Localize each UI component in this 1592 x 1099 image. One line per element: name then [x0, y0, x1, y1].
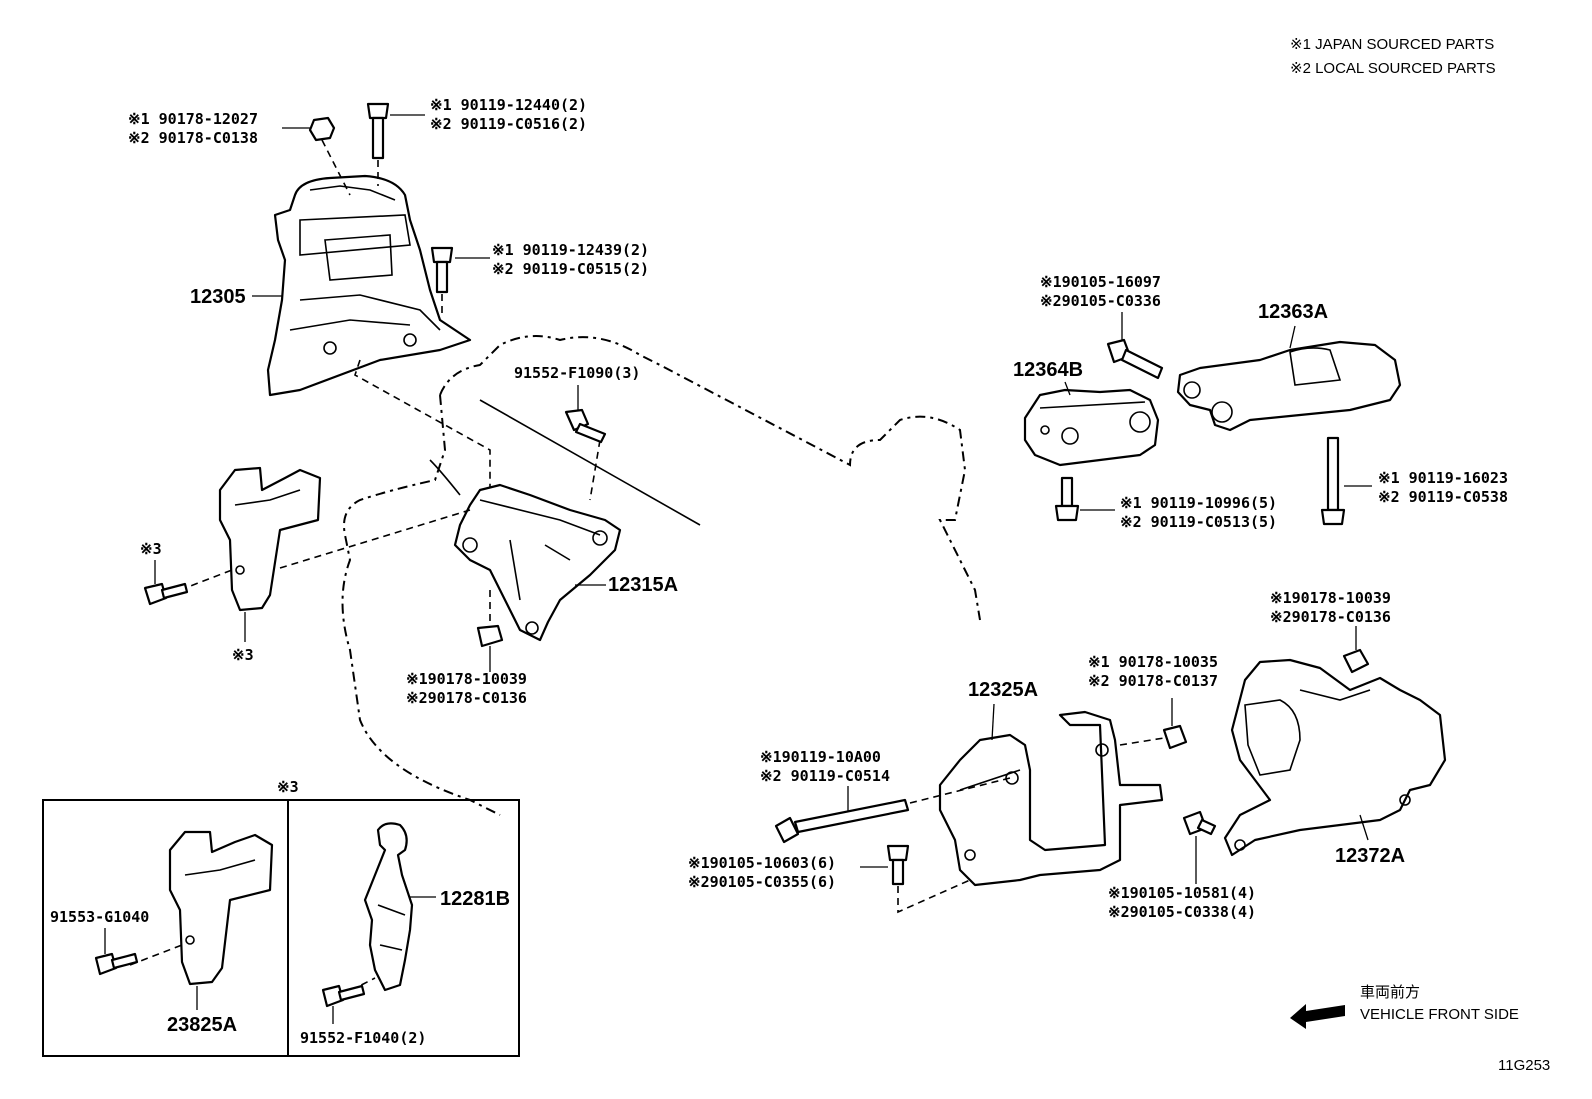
label-bolt-12372-low-2: ※290105-C0338(4) [1108, 903, 1256, 921]
bracket-23825A[interactable] [168, 830, 274, 986]
label-bracket-bolt-note: ※3 [140, 540, 162, 558]
part-23825A-label: 23825A [167, 1014, 237, 1036]
bolt-icon-bracket-left [143, 582, 189, 606]
part-12315A-label: 12315A [608, 574, 678, 596]
legend-japan-sourced: ※1 JAPAN SOURCED PARTS [1290, 36, 1494, 53]
label-bolt-top-2: ※2 90119-C0516(2) [430, 115, 587, 133]
label-bolt-91552-f1090: 91552-F1090(3) [514, 364, 640, 382]
nut-icon-12305-top [308, 116, 336, 142]
label-bolt-12364-1: ※190105-16097 [1040, 273, 1161, 291]
label-nut-12372-2: ※290178-C0136 [1270, 608, 1391, 626]
label-bolt-mid-1: ※1 90119-12439(2) [492, 241, 649, 259]
engine-outline-lower [341, 394, 501, 816]
part-12364B-label: 12364B [1013, 359, 1083, 381]
label-nut-top-2: ※2 90178-C0138 [128, 129, 258, 147]
engine-left-edge [429, 459, 461, 496]
label-nut-top-1: ※1 90178-12027 [128, 110, 258, 128]
label-bolt-12363-2: ※2 90119-C0538 [1378, 488, 1508, 506]
nut-icon-12325 [1162, 724, 1188, 750]
part-12281B-label: 12281B [440, 888, 510, 910]
engine-upper-edge [479, 399, 701, 526]
diagram-code: 11G253 [1498, 1057, 1550, 1074]
bolt-icon-12305-mid [430, 246, 454, 294]
label-longbolt-1: ※190119-10A00 [760, 748, 881, 766]
label-longbolt-2: ※2 90119-C0514 [760, 767, 890, 785]
dash-12305-to-12315 [354, 359, 491, 500]
nut-icon-12315 [476, 624, 504, 648]
nut-icon-12372 [1342, 648, 1370, 674]
direction-label-jp: 車両前方 [1360, 984, 1420, 1001]
label-bolt-12325-low-2: ※290105-C0355(6) [688, 873, 836, 891]
bolt-icon-91552-f1090 [564, 408, 607, 444]
label-nut-12315-1: ※190178-10039 [406, 670, 527, 688]
part-12305-label: 12305 [190, 286, 246, 308]
bolt-icon-91553-g1040 [94, 952, 139, 976]
label-bolt-12325-low-1: ※190105-10603(6) [688, 854, 836, 872]
bolt-icon-12325-low [886, 844, 910, 886]
bracket-12281B[interactable] [363, 822, 414, 992]
part-12325A-label: 12325A [968, 679, 1038, 701]
label-nut-12325-1: ※1 90178-10035 [1088, 653, 1218, 671]
engine-mount-12305[interactable] [266, 174, 472, 397]
inset-note-label: ※3 [277, 778, 299, 796]
bolt-icon-12372-low [1182, 810, 1217, 836]
direction-label-en: VEHICLE FRONT SIDE [1360, 1006, 1519, 1023]
label-bolt-12364-2: ※290105-C0336 [1040, 292, 1161, 310]
part-12363A-label: 12363A [1258, 301, 1328, 323]
label-nut-12315-2: ※290178-C0136 [406, 689, 527, 707]
label-bolt-12372-low-1: ※190105-10581(4) [1108, 884, 1256, 902]
bracket-12315A[interactable] [453, 483, 622, 642]
bracket-12364B[interactable] [1023, 388, 1160, 467]
bracket-12325A[interactable] [938, 710, 1164, 887]
label-bolt-12363-1: ※1 90119-16023 [1378, 469, 1508, 487]
label-inset-bolt-2: 91552-F1040(2) [300, 1029, 426, 1047]
torque-rod-12363A[interactable] [1176, 340, 1402, 432]
label-bolt-12364-low-1: ※1 90119-10996(5) [1120, 494, 1277, 512]
bolt-icon-12363 [1320, 436, 1346, 526]
label-bolt-12364-low-2: ※2 90119-C0513(5) [1120, 513, 1277, 531]
label-bolt-top-1: ※1 90119-12440(2) [430, 96, 587, 114]
label-nut-12325-2: ※2 90178-C0137 [1088, 672, 1218, 690]
bolt-icon-91552-f1040 [321, 984, 366, 1008]
label-nut-12372-1: ※190178-10039 [1270, 589, 1391, 607]
part-12372A-label: 12372A [1335, 845, 1405, 867]
legend-local-sourced: ※2 LOCAL SOURCED PARTS [1290, 60, 1496, 77]
bracket-23825A-assembly[interactable] [218, 466, 322, 612]
bolt-icon-12364-top [1106, 338, 1164, 380]
vehicle-front-arrow-icon [1290, 1004, 1345, 1029]
inset-frame [42, 799, 520, 1057]
label-bracket-note: ※3 [232, 646, 254, 664]
long-bolt-icon [774, 798, 910, 844]
bolt-icon-12305-top [366, 102, 390, 160]
label-inset-bolt-1: 91553-G1040 [50, 908, 149, 926]
bolt-icon-12364-low [1054, 476, 1080, 522]
transmission-mount-12372A[interactable] [1223, 658, 1447, 857]
label-bolt-mid-2: ※2 90119-C0515(2) [492, 260, 649, 278]
